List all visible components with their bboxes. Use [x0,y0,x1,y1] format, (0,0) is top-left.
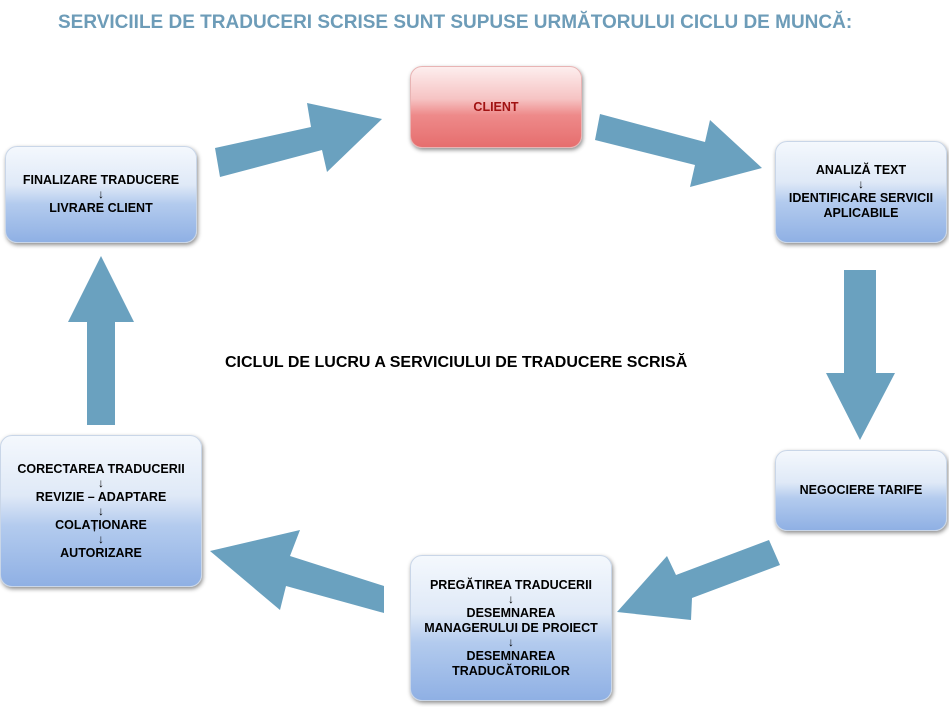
down-arrow-glyph: ↓ [98,531,104,546]
arrow-pregatire-to-corectare [210,530,384,613]
corectare-line-3: COLAȚIONARE [55,517,147,532]
node-analiza: ANALIZĂ TEXT ↓ IDENTIFICARE SERVICII APL… [775,141,947,243]
arrow-analiza-to-negociere [826,270,895,440]
finalizare-line-1: FINALIZARE TRADUCERE [22,173,180,187]
negociere-label: NEGOCIERE TARIFE [799,483,923,497]
node-pregatire: PREGĂTIREA TRADUCERII ↓ DESEMNAREA MANAG… [410,555,612,701]
down-arrow-glyph: ↓ [508,591,514,606]
arrow-client-to-analiza [595,114,762,187]
down-arrow-glyph: ↓ [98,187,104,201]
node-negociere: NEGOCIERE TARIFE [775,450,947,531]
arrow-negociere-to-pregatire [617,540,780,620]
arrow-finalizare-to-client [215,103,382,177]
down-arrow-glyph: ↓ [858,177,864,191]
analiza-line-2: IDENTIFICARE SERVICII APLICABILE [788,191,934,220]
analiza-line-1: ANALIZĂ TEXT [815,163,907,177]
down-arrow-glyph: ↓ [98,475,104,490]
page-heading: SERVICIILE DE TRADUCERI SCRISE SUNT SUPU… [58,12,853,33]
node-client: CLIENT [410,66,582,148]
down-arrow-glyph: ↓ [98,503,104,518]
diagram-center-title: CICLUL DE LUCRU A SERVICIULUI DE TRADUCE… [225,354,688,371]
pregatire-line-2: DESEMNAREA MANAGERULUI DE PROIECT [424,605,598,635]
finalizare-line-2: LIVRARE CLIENT [49,201,153,215]
pregatire-line-3: DESEMNAREA TRADUCĂTORILOR [452,648,570,678]
down-arrow-glyph: ↓ [508,634,514,649]
corectare-line-4: AUTORIZARE [60,545,142,560]
node-corectare: CORECTAREA TRADUCERII ↓ REVIZIE – ADAPTA… [0,435,202,587]
client-label: CLIENT [473,99,519,114]
corectare-line-2: REVIZIE – ADAPTARE [35,489,167,504]
pregatire-line-1: PREGĂTIREA TRADUCERII [429,577,593,592]
corectare-line-1: CORECTAREA TRADUCERII [17,461,185,476]
node-finalizare: FINALIZARE TRADUCERE ↓ LIVRARE CLIENT [5,146,197,243]
arrow-corectare-to-finalizare [68,256,134,425]
